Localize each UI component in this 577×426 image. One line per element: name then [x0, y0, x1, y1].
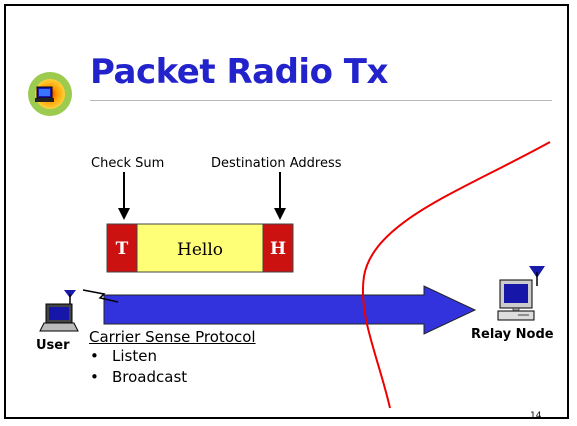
- payload-label: Hello: [177, 240, 223, 260]
- relay-computer-icon: [497, 266, 545, 321]
- protocol-step-listen: Listen: [86, 346, 187, 367]
- protocol-name: Carrier Sense Protocol: [89, 328, 256, 346]
- protocol-step-broadcast: Broadcast: [86, 367, 187, 388]
- transmission-arrow: [103, 285, 477, 335]
- checksum-label: Check Sum: [91, 156, 165, 171]
- trailer-field: [106, 223, 138, 273]
- packet-frame: T Hello H: [106, 223, 294, 273]
- user-label: User: [36, 338, 70, 353]
- checksum-pointer: [118, 172, 130, 220]
- title-divider: [90, 100, 552, 101]
- relay-node-label: Relay Node: [471, 327, 554, 342]
- header-field: [262, 223, 294, 273]
- user-laptop-icon: [39, 290, 79, 332]
- range-curve: [362, 141, 551, 409]
- destination-pointer: [274, 172, 286, 220]
- diagram-canvas: T Hello H: [28, 72, 551, 409]
- trailer-label: T: [116, 239, 129, 259]
- destination-label: Destination Address: [211, 156, 342, 171]
- protocol-steps: Listen Broadcast: [86, 346, 187, 388]
- slide-title: Packet Radio Tx: [90, 52, 388, 92]
- logo-icon: [28, 72, 72, 116]
- radio-signal: [82, 289, 119, 303]
- header-label: H: [270, 239, 286, 259]
- slide: T Hello H: [4, 4, 569, 419]
- page-number: 14: [530, 411, 542, 419]
